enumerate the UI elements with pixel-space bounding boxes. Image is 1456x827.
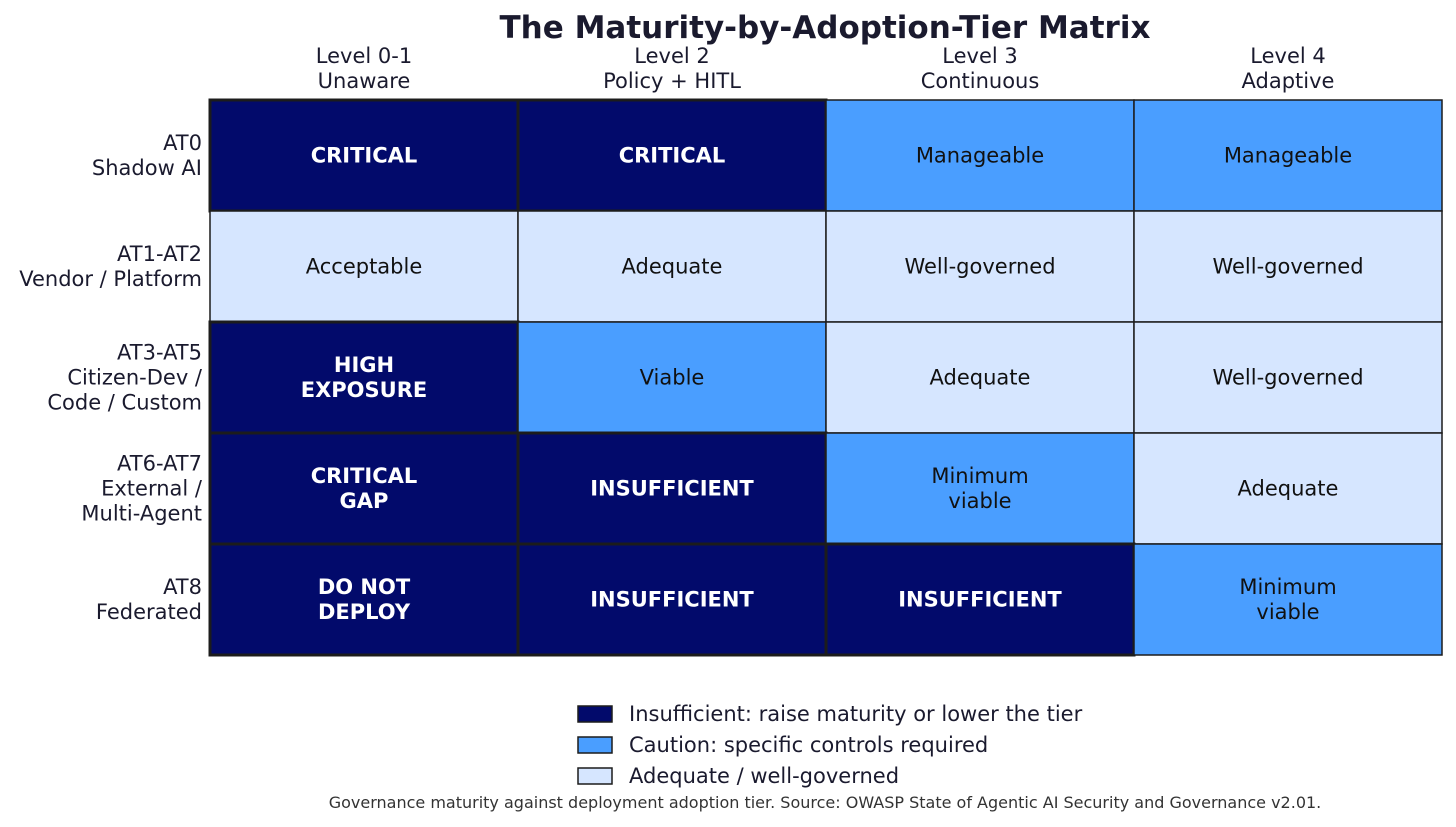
- matrix-cell: [824, 542, 1136, 657]
- column-label-line: Level 0-1: [316, 44, 412, 68]
- matrix-cell: [208, 98, 520, 213]
- column-label-line: Level 3: [942, 44, 1017, 68]
- cell-label: Adequate: [1238, 477, 1339, 501]
- legend-label: Adequate / well-governed: [629, 764, 899, 788]
- legend-swatch: [577, 767, 613, 785]
- cell-label: EXPOSURE: [301, 378, 427, 402]
- cell-label: Manageable: [916, 144, 1044, 168]
- row-label-line: Federated: [96, 600, 202, 624]
- cell-label: DEPLOY: [318, 600, 411, 624]
- cell-label: Minimum: [931, 464, 1028, 488]
- column-label-line: Level 2: [634, 44, 709, 68]
- cell-label: Minimum: [1239, 575, 1336, 599]
- row-label-line: Vendor / Platform: [19, 267, 202, 291]
- column-label-line: Adaptive: [1242, 69, 1335, 93]
- cell-label: HIGH: [334, 353, 394, 377]
- matrix-cell: [208, 542, 520, 657]
- matrix-cell: [517, 210, 827, 323]
- cell-label: INSUFFICIENT: [590, 477, 754, 501]
- column-label-line: Policy + HITL: [603, 69, 741, 93]
- column-label-line: Continuous: [921, 69, 1040, 93]
- cell-label: Acceptable: [306, 255, 423, 279]
- matrix-cells: CRITICAL CRITICAL Manageable ManageableAcce…: [208, 98, 1443, 657]
- cell-label: viable: [1256, 600, 1319, 624]
- matrix-cell: [1133, 432, 1443, 545]
- cell-label: CRITICAL: [619, 144, 726, 168]
- row-label-line: AT6-AT7: [117, 452, 202, 476]
- legend-swatch: [577, 705, 613, 723]
- cell-label: Manageable: [1224, 144, 1352, 168]
- matrix-cell: [1133, 99, 1443, 212]
- row-label-line: Shadow AI: [92, 156, 202, 180]
- row-label-line: AT3-AT5: [117, 341, 202, 365]
- legend: Insufficient: raise maturity or lower th…: [577, 702, 1083, 788]
- row-label-line: AT1-AT2: [117, 242, 202, 266]
- cell-label: INSUFFICIENT: [898, 588, 1062, 612]
- cell-label: viable: [948, 489, 1011, 513]
- legend-label: Caution: specific controls required: [629, 733, 988, 757]
- legend-label: Insufficient: raise maturity or lower th…: [629, 702, 1083, 726]
- matrix-cell: [516, 431, 828, 546]
- cell-label: Adequate: [930, 366, 1031, 390]
- matrix-cell: [825, 99, 1135, 212]
- matrix-cell: [1133, 321, 1443, 434]
- row-label-line: Code / Custom: [47, 391, 202, 415]
- chart-title: The Maturity-by-Adoption-Tier Matrix: [500, 10, 1151, 46]
- row-label-line: External /: [101, 477, 203, 501]
- cell-label: Well-governed: [1212, 366, 1363, 390]
- cell-label: Adequate: [622, 255, 723, 279]
- cell-label: Well-governed: [1212, 255, 1363, 279]
- row-label-line: AT8: [163, 575, 202, 599]
- matrix-cell: [516, 98, 828, 213]
- column-label-line: Level 4: [1250, 44, 1325, 68]
- cell-label: DO NOT: [318, 575, 411, 599]
- cell-label: Well-governed: [904, 255, 1055, 279]
- row-label-line: Multi-Agent: [81, 502, 202, 526]
- cell-label: CRITICAL: [311, 464, 418, 488]
- legend-swatch: [577, 736, 613, 754]
- cell-label: GAP: [340, 489, 389, 513]
- row-label-line: AT0: [163, 131, 202, 155]
- chart-caption: Governance maturity against deployment a…: [329, 793, 1322, 812]
- matrix-cell: [1133, 210, 1443, 323]
- matrix-cell: [825, 432, 1135, 545]
- row-label-line: Citizen-Dev /: [67, 366, 203, 390]
- matrix-cell: [516, 542, 828, 657]
- column-label-line: Unaware: [318, 69, 411, 93]
- cell-label: CRITICAL: [311, 144, 418, 168]
- cell-label: Viable: [640, 366, 705, 390]
- matrix-cell: [1133, 543, 1443, 656]
- cell-label: INSUFFICIENT: [590, 588, 754, 612]
- matrix-cell: [209, 210, 519, 323]
- matrix-cell: [517, 321, 827, 434]
